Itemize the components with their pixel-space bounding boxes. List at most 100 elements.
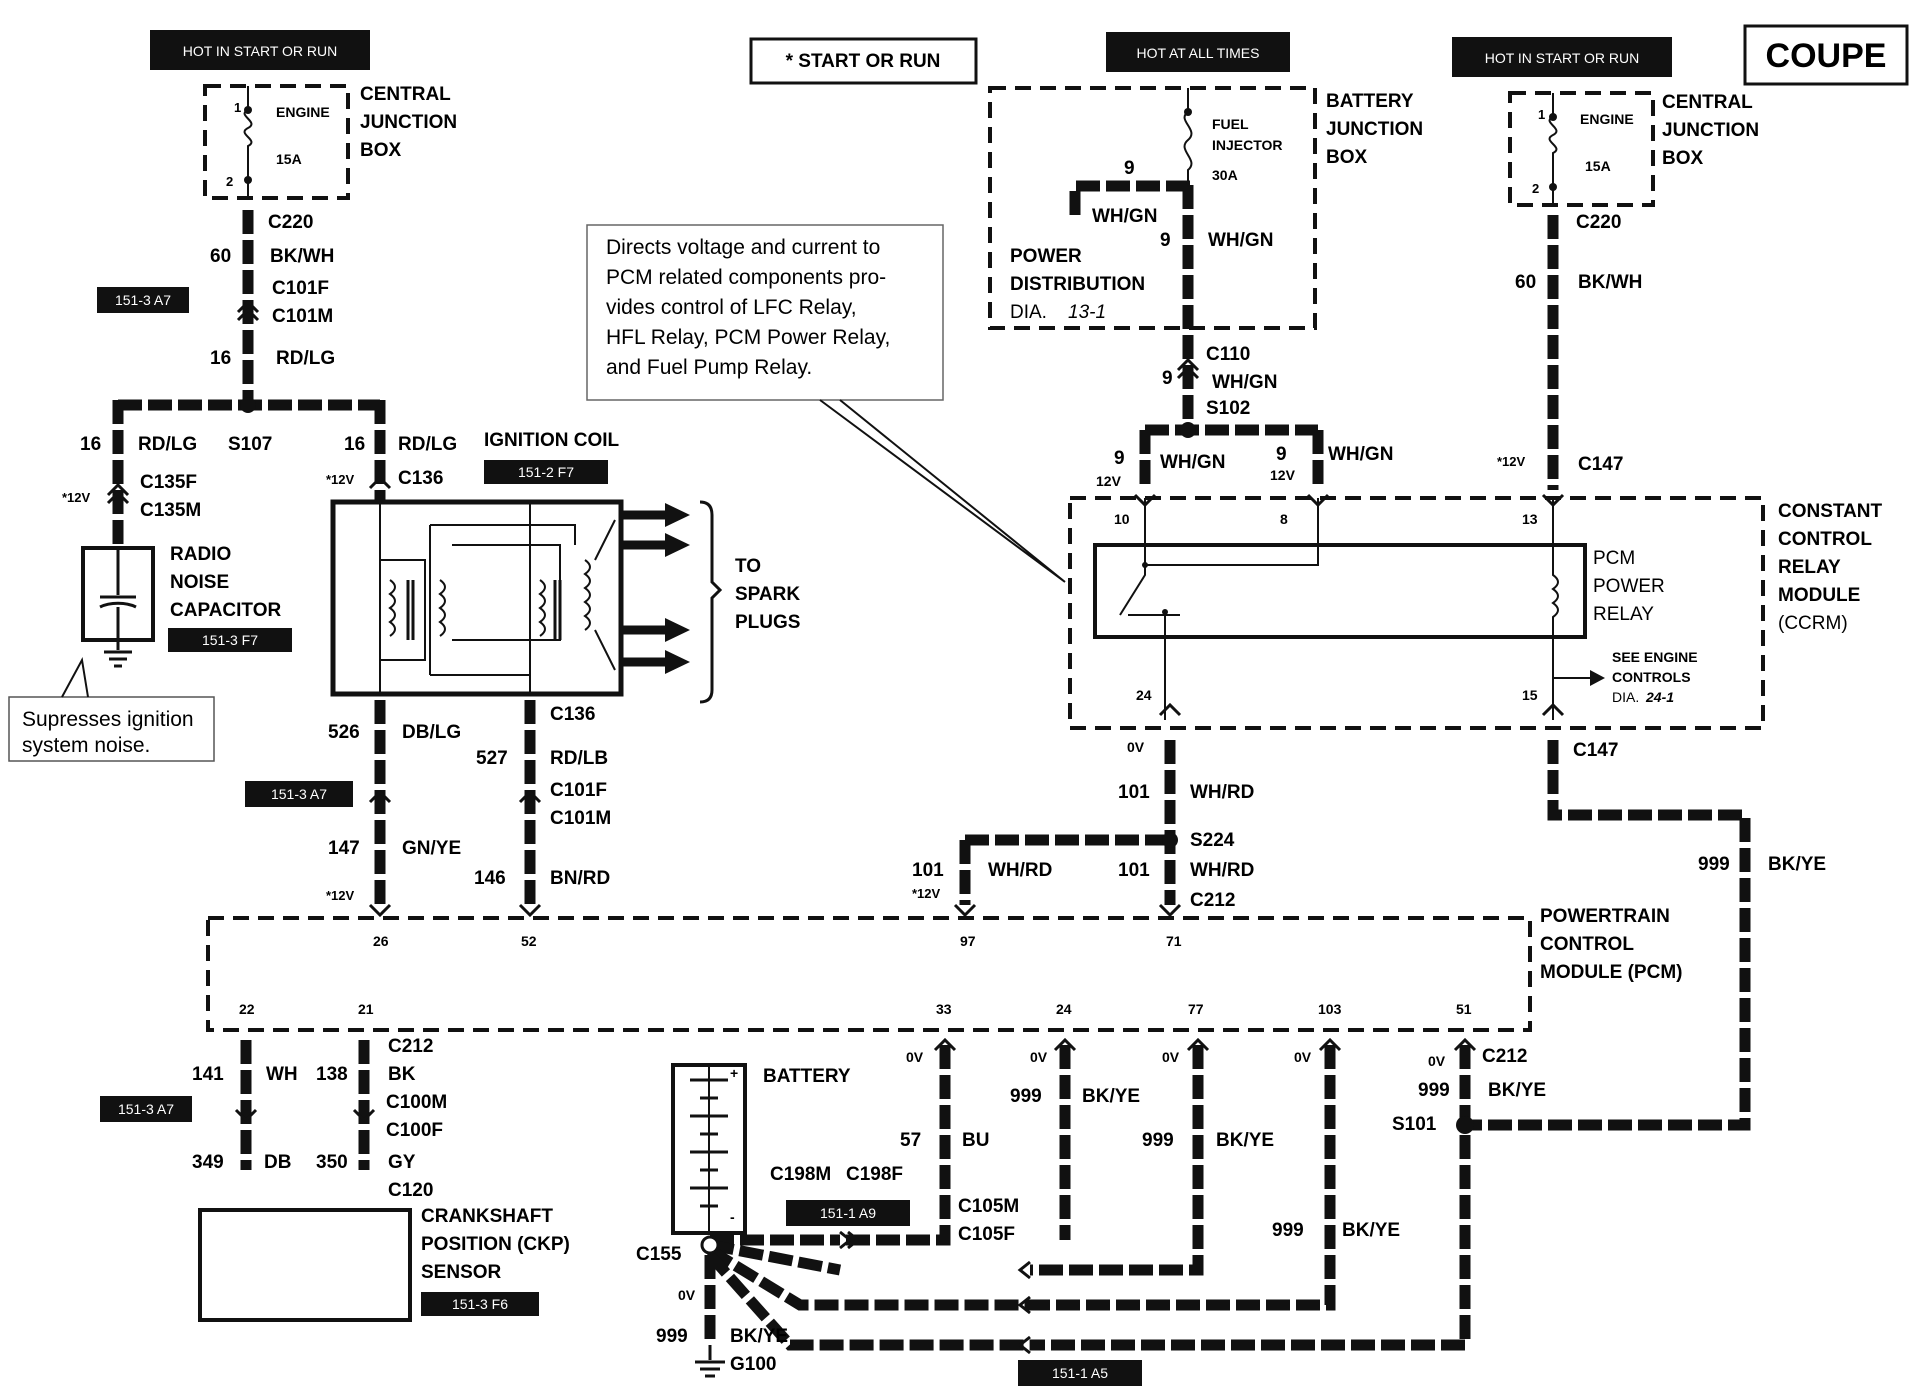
callout-ccrm-box [586, 224, 944, 401]
cjb-right-box [1508, 91, 1655, 207]
wire-label: 101 [1118, 782, 1150, 803]
wire-label: 24 [1136, 687, 1152, 703]
ref-tags: 151-3 A7 151-2 F7 151-3 F7 151-3 A7 151-… [97, 287, 1142, 1386]
wire-label: 9 [1160, 230, 1171, 251]
ccrm-1: CONSTANT [1778, 501, 1883, 522]
wire-label: 16 [80, 434, 101, 455]
cjb-right-pin2: 2 [1532, 181, 1539, 196]
pcm-box [206, 916, 1532, 1032]
wire-label: 349 [192, 1152, 224, 1173]
wire-label: BU [962, 1130, 989, 1151]
battery-icon [690, 1066, 728, 1232]
bjb-box [988, 86, 1317, 330]
wire-label: WH/GN [1328, 444, 1393, 465]
wire-label: 0V [1030, 1049, 1048, 1065]
wire-label: C135M [140, 500, 201, 521]
connector-chevrons [106, 299, 1565, 1355]
spark-plug-arrows [621, 500, 723, 704]
wire-label: 10 [1114, 511, 1130, 527]
cjb-right-pin1: 1 [1538, 107, 1545, 122]
wire-label: BK/YE [1342, 1220, 1400, 1241]
battery-minus: - [730, 1209, 735, 1225]
wire-label: RD/LB [550, 748, 608, 769]
header-right-text: HOT IN START OR RUN [1485, 50, 1640, 66]
legend-note: * START OR RUN [786, 51, 941, 72]
wire-label: WH [266, 1064, 298, 1085]
wire-label: BK [388, 1064, 416, 1085]
wire-label: 22 [239, 1001, 255, 1017]
wire-label: S107 [228, 434, 272, 455]
wire-label: WH/RD [1190, 860, 1254, 881]
bjb-pd1: POWER [1010, 246, 1082, 267]
pcm-3: MODULE (PCM) [1540, 962, 1682, 983]
wire-label: 0V [678, 1287, 696, 1303]
cjb-left-box [203, 84, 350, 200]
wire-label: 999 [1272, 1220, 1304, 1241]
wire-label: 16 [344, 434, 365, 455]
radio-cap-1: RADIO [170, 544, 231, 565]
spark-2: SPARK [735, 584, 800, 605]
wire-label: 9 [1162, 368, 1173, 389]
wire-label: GY [388, 1152, 416, 1173]
see-engine-2: CONTROLS [1612, 669, 1691, 685]
wire-label: C101F [272, 278, 329, 299]
pcm-relay-1: PCM [1593, 548, 1635, 569]
wire-label: 21 [358, 1001, 374, 1017]
bjb-fuse2: INJECTOR [1212, 137, 1283, 153]
header-center-text: HOT AT ALL TIMES [1137, 45, 1260, 61]
wire-label: 13 [1522, 511, 1538, 527]
cjb-right-name2: JUNCTION [1662, 120, 1759, 141]
see-engine-arrow [1590, 670, 1605, 686]
wire-label: 9 [1124, 158, 1135, 179]
wire-label: BK/YE [1082, 1086, 1140, 1107]
wire-label: BK/YE [1768, 854, 1826, 875]
wire-label: BN/RD [550, 868, 610, 889]
wire-label: DB/LG [402, 722, 461, 743]
wire-label: RD/LG [276, 348, 335, 369]
wire-label: C212 [388, 1036, 433, 1057]
wire-label: *12V [912, 886, 941, 901]
see-engine-n: 24-1 [1645, 689, 1674, 705]
fuse-bjb [1183, 88, 1193, 188]
ignition-coil-box [330, 499, 624, 697]
wire-label: 33 [936, 1001, 952, 1017]
bjb-fuse1: FUEL [1212, 116, 1249, 132]
callout-ccrm-pointer [819, 399, 1066, 583]
wire-label: 60 [210, 246, 231, 267]
cjb-left-pin2: 2 [226, 174, 233, 189]
wire-label: BK/WH [270, 246, 334, 267]
cjb-left-fuse: ENGINE [276, 104, 330, 120]
wire-label: 51 [1456, 1001, 1472, 1017]
wire-label: 26 [373, 933, 389, 949]
ccrm-3: RELAY [1778, 557, 1841, 578]
wire-label: G100 [730, 1354, 776, 1375]
ccrm-5: (CCRM) [1778, 613, 1848, 634]
wire-label: 350 [316, 1152, 348, 1173]
wire-label: S224 [1190, 830, 1235, 851]
splice-s224 [1162, 832, 1178, 848]
wire-label: 526 [328, 722, 360, 743]
wire-label: 60 [1515, 272, 1536, 293]
wire-label: C212 [1190, 890, 1235, 911]
callout-cap-1: Supresses ignition [22, 708, 194, 731]
wire-label: 103 [1318, 1001, 1342, 1017]
wire-label: BK/YE [1216, 1130, 1274, 1151]
wire-label: 16 [210, 348, 231, 369]
pcm-relay-3: RELAY [1593, 604, 1654, 625]
bjb-name2: JUNCTION [1326, 119, 1423, 140]
bjb-pd3: DIA. [1010, 302, 1047, 323]
bjb-pd2: DISTRIBUTION [1010, 274, 1145, 295]
ref-tag-8: 151-1 A5 [1052, 1365, 1108, 1381]
wire-label: C100F [386, 1120, 443, 1141]
wire-label: C212 [1482, 1046, 1527, 1067]
wire-label: 9 [1276, 444, 1287, 465]
fuse-right [1548, 93, 1558, 205]
header-left-text: HOT IN START OR RUN [183, 43, 338, 59]
wire-label: 0V [1428, 1053, 1446, 1069]
wire-label: 0V [1294, 1049, 1312, 1065]
bjb-name3: BOX [1326, 147, 1368, 168]
radio-cap-2: NOISE [170, 572, 229, 593]
callout-capacitor-pointer [61, 656, 89, 698]
splice-s107 [240, 397, 256, 413]
battery-label: BATTERY [763, 1066, 851, 1087]
